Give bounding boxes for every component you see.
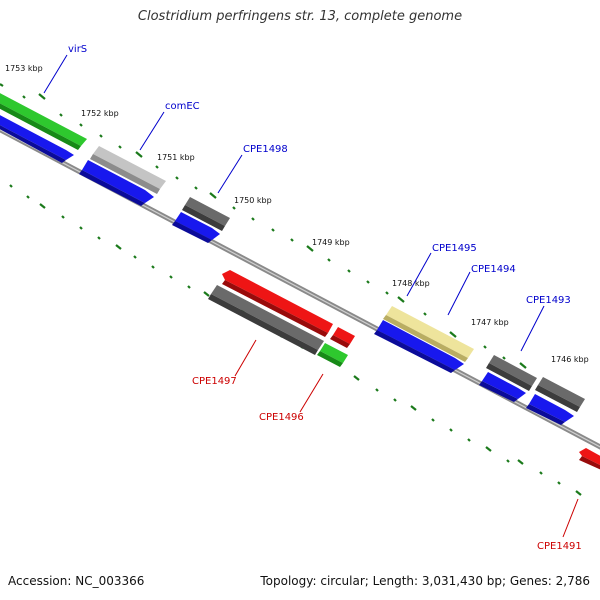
gene-features (0, 90, 600, 472)
label-comEC[interactable]: comEC (139, 101, 200, 151)
label-CPE1495[interactable]: CPE1495 (406, 243, 477, 297)
svg-text:CPE1495: CPE1495 (432, 243, 477, 254)
gene-comEC[interactable] (90, 146, 166, 194)
gene-CPE1491[interactable] (579, 448, 600, 472)
svg-text:CPE1491: CPE1491 (537, 541, 582, 552)
tick-label: 1747 kbp (471, 318, 509, 327)
tick-label: 1750 kbp (234, 196, 272, 205)
accession-text: Accession: NC_003366 (8, 574, 145, 588)
gene-blue-5[interactable] (479, 372, 526, 402)
gene-CPE1497[interactable] (222, 270, 333, 337)
gene-gray-1497[interactable] (208, 285, 324, 355)
label-CPE1491[interactable]: CPE1491 (537, 498, 582, 552)
gene-CPE1496[interactable] (317, 343, 348, 367)
label-CPE1497[interactable]: CPE1497 (192, 339, 257, 387)
label-CPE1496[interactable]: CPE1496 (259, 373, 324, 423)
gene-blue-2[interactable] (79, 160, 154, 206)
gene-blue-4[interactable] (374, 320, 464, 373)
tick-label: 1752 kbp (81, 109, 119, 118)
svg-text:CPE1496: CPE1496 (259, 412, 304, 423)
tick-label: 1746 kbp (551, 355, 589, 364)
label-CPE1494[interactable]: CPE1494 (447, 264, 516, 316)
gene-gray-2[interactable] (535, 377, 585, 412)
kbp-scale: 1753 kbp 1752 kbp 1751 kbp 1750 kbp 1749… (0, 64, 589, 496)
tick-label: 1753 kbp (5, 64, 43, 73)
gene-CPE1495[interactable] (383, 306, 474, 362)
svg-text:virS: virS (68, 44, 87, 55)
gene-labels: virS comEC CPE1498 CPE1495 CPE1494 CPE14… (43, 44, 582, 552)
label-virS[interactable]: virS (43, 44, 87, 94)
label-CPE1498[interactable]: CPE1498 (217, 144, 288, 194)
svg-text:CPE1493: CPE1493 (526, 295, 571, 306)
gene-blue-6[interactable] (526, 394, 574, 425)
gene-blue-3[interactable] (172, 212, 220, 243)
tick-label: 1751 kbp (157, 153, 195, 162)
svg-text:CPE1494: CPE1494 (471, 264, 516, 275)
tick-label: 1749 kbp (312, 238, 350, 247)
label-CPE1493[interactable]: CPE1493 (520, 295, 571, 352)
svg-text:comEC: comEC (165, 101, 200, 112)
gene-CPE1498[interactable] (182, 197, 230, 231)
svg-text:CPE1497: CPE1497 (192, 376, 237, 387)
gene-blue-1[interactable] (0, 112, 74, 163)
gene-virS[interactable] (0, 90, 87, 150)
svg-text:CPE1498: CPE1498 (243, 144, 288, 155)
gene-red-small[interactable] (330, 327, 355, 348)
map-title: Clostridium perfringens str. 13, complet… (137, 9, 463, 24)
gene-CPE1493[interactable] (486, 355, 537, 391)
genome-summary-text: Topology: circular; Length: 3,031,430 bp… (260, 574, 590, 588)
tick-label: 1748 kbp (392, 279, 430, 288)
